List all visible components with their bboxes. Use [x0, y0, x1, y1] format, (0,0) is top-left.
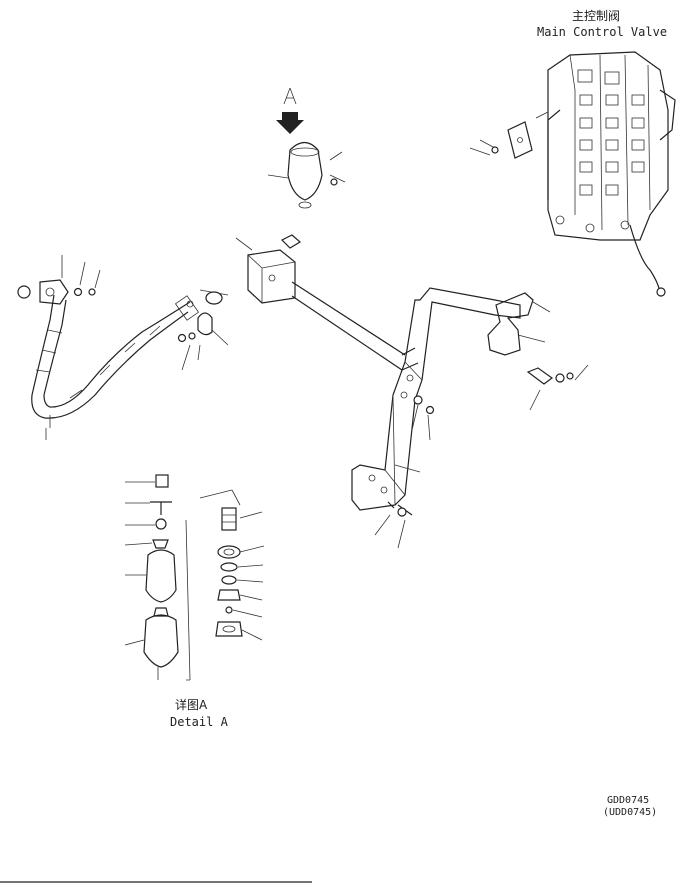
main-control-valve-drawing [469, 51, 676, 297]
hydraulic-hose [31, 294, 200, 440]
main-control-valve-label-cn: 主控制阀 [572, 9, 620, 23]
valve-block-and-pipe [199, 237, 419, 371]
flange-fittings [177, 312, 229, 371]
hose-fittings-left [17, 255, 101, 305]
main-control-valve-label-en: Main Control Valve [537, 25, 667, 39]
drawing-code-secondary: (UDD0745) [603, 807, 657, 818]
detail-a-label-cn: 详图A [175, 697, 208, 712]
mounting-bracket [351, 287, 589, 549]
detail-a-drawing [124, 474, 265, 681]
drawing-code-primary: GDD0745 [607, 795, 649, 806]
accumulator-top [267, 141, 346, 249]
detail-a-label-en: Detail A [170, 715, 229, 729]
view-arrow-a [276, 87, 304, 134]
